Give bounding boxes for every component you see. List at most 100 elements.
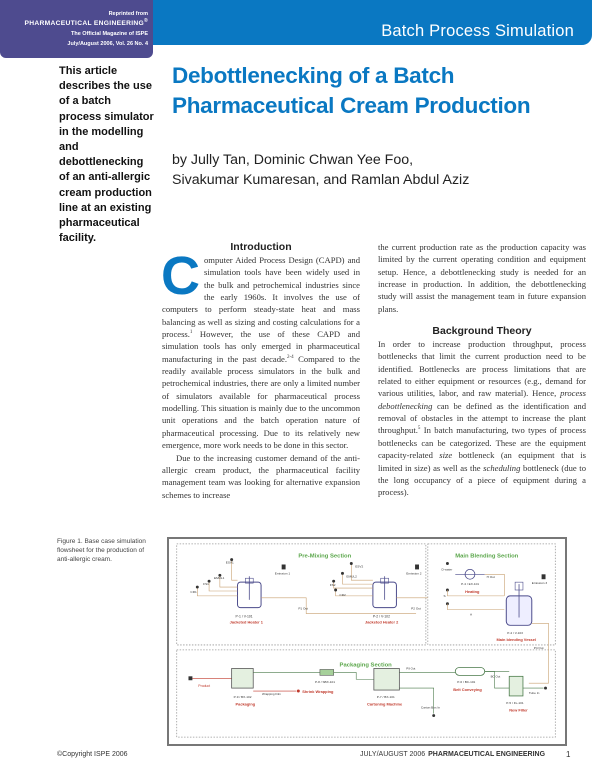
background-heading: Background Theory bbox=[432, 325, 532, 338]
reprint-line-3: The Official Magazine of ISPE bbox=[70, 31, 148, 37]
page-number: 1 bbox=[566, 750, 571, 759]
svg-text:Emission 1: Emission 1 bbox=[275, 571, 291, 575]
blending-label: Main Blending Section bbox=[455, 554, 518, 560]
heater1-tag: P-1 / V-101 bbox=[236, 614, 253, 618]
intro-text-b: However, the use of these CAPD and simul… bbox=[162, 329, 360, 364]
background-paragraph-1: In order to increase production throughp… bbox=[378, 338, 586, 498]
section-title: Batch Process Simulation bbox=[381, 22, 574, 40]
byline-line-1: by Jully Tan, Dominic Chwan Yee Foo, bbox=[172, 152, 414, 168]
svg-text:New Filler: New Filler bbox=[509, 708, 528, 713]
bg-emphasis: scheduling bbox=[483, 462, 521, 473]
svg-text:P-9 / BX-102: P-9 / BX-102 bbox=[234, 695, 252, 699]
svg-text:P-7 / BX-101: P-7 / BX-101 bbox=[377, 695, 395, 699]
citation-ref: 1 bbox=[189, 330, 193, 336]
intro-text-a: omputer Aided Process Design (CAPD) and … bbox=[162, 255, 360, 340]
issue-date: JULY/AUGUST 2006 bbox=[360, 751, 426, 758]
svg-text:ESV1: ESV1 bbox=[226, 561, 234, 565]
svg-text:Heating: Heating bbox=[465, 589, 480, 594]
svg-text:Product: Product bbox=[198, 684, 210, 688]
column-right: the current production rate as the produ… bbox=[378, 241, 586, 499]
svg-text:Emission 3: Emission 3 bbox=[532, 581, 548, 585]
svg-text:Cartoning Machine: Cartoning Machine bbox=[367, 702, 403, 707]
svg-text:Packaging: Packaging bbox=[236, 702, 256, 707]
cartoning-machine-icon bbox=[373, 668, 400, 691]
drop-cap: C bbox=[161, 246, 200, 306]
svg-text:P2 Out: P2 Out bbox=[411, 607, 421, 611]
svg-text:P-4 / V-103: P-4 / V-103 bbox=[507, 631, 523, 635]
intro-paragraph-2: Due to the increasing customer demand of… bbox=[162, 452, 360, 500]
article-title: Debottlenecking of a Batch Pharmaceutica… bbox=[172, 61, 592, 121]
bg-emphasis: process debottlenecking bbox=[378, 388, 586, 411]
bg-emphasis: size bbox=[439, 450, 453, 461]
svg-text:P-6 / BC-101: P-6 / BC-101 bbox=[457, 680, 475, 684]
svg-text:Tube In: Tube In bbox=[529, 691, 540, 695]
intro-text-c: Compared to the readily available proces… bbox=[162, 353, 360, 451]
svg-text:FS1: FS1 bbox=[203, 582, 209, 586]
svg-text:P-2 / V-102: P-2 / V-102 bbox=[373, 614, 390, 618]
packaging-unit-icon bbox=[231, 668, 254, 689]
jacketed-heater-1-icon bbox=[237, 576, 262, 609]
svg-text:A: A bbox=[470, 613, 473, 617]
svg-text:CR2: CR2 bbox=[340, 593, 347, 597]
article-abstract: This article describes the use of a batc… bbox=[59, 65, 154, 245]
svg-text:Shrink Wrapping: Shrink Wrapping bbox=[302, 689, 334, 694]
heater2-label: Jacketed Heater 2 bbox=[365, 619, 399, 624]
svg-text:H Out: H Out bbox=[487, 575, 495, 579]
bg-text-a: In order to increase production throughp… bbox=[378, 339, 586, 399]
bg-text-d: bottleneck (an equipment that is limited… bbox=[378, 450, 586, 473]
svg-text:CR1: CR1 bbox=[190, 590, 197, 594]
belt-conveyor-icon bbox=[454, 667, 486, 676]
svg-text:EMUL1: EMUL1 bbox=[214, 576, 225, 580]
svg-text:P1 Out: P1 Out bbox=[298, 607, 308, 611]
reprint-notice: Reprinted from PHARMACEUTICAL ENGINEERIN… bbox=[0, 0, 153, 58]
main-blending-section-box bbox=[427, 543, 556, 646]
svg-text:P-8 / SBX-101: P-8 / SBX-101 bbox=[315, 680, 335, 684]
svg-text:ESV2: ESV2 bbox=[355, 564, 363, 568]
bg-text-b: can be defined as the identification and… bbox=[378, 400, 586, 436]
intro-paragraph-3: the current production rate as the produ… bbox=[378, 242, 586, 314]
reprint-issue: July/August 2006, Vol. 26 No. 4 bbox=[67, 41, 148, 47]
jacketed-heater-2-icon bbox=[372, 576, 397, 609]
introduction-heading: Introduction bbox=[230, 241, 292, 253]
citation-ref: 2-4 bbox=[286, 354, 294, 360]
svg-text:P-4 / EX-101: P-4 / EX-101 bbox=[461, 582, 479, 586]
reprint-line-1: Reprinted from bbox=[108, 11, 148, 17]
svg-text:BC Out: BC Out bbox=[491, 674, 501, 678]
svg-text:Belt Conveying: Belt Conveying bbox=[453, 687, 482, 692]
registered-mark: ® bbox=[144, 17, 148, 24]
svg-text:Carton Box In: Carton Box In bbox=[421, 706, 440, 710]
svg-text:Wrapping Film: Wrapping Film bbox=[262, 692, 281, 696]
svg-text:FS2: FS2 bbox=[330, 583, 336, 587]
premixing-section-box bbox=[176, 543, 427, 646]
premixing-label: Pre-Mixing Section bbox=[298, 554, 351, 560]
svg-text:P9 Out: P9 Out bbox=[406, 666, 415, 670]
packaging-label: Packaging Section bbox=[340, 663, 393, 669]
svg-text:S: S bbox=[444, 594, 446, 598]
copyright-notice: ©Copyright ISPE 2006 bbox=[57, 751, 128, 758]
main-blending-vessel-icon bbox=[505, 581, 533, 626]
svg-text:P4 Out: P4 Out bbox=[534, 646, 544, 650]
svg-text:Main blending Vessel: Main blending Vessel bbox=[496, 637, 536, 642]
bg-text-c: In batch manufacturing, two types of pro… bbox=[378, 425, 586, 461]
process-flowsheet-figure: Pre-Mixing Section Main Blending Section… bbox=[167, 537, 567, 746]
heater1-label: Jacketed Heater 1 bbox=[230, 619, 264, 624]
bg-text-e: bottleneck (due to the long occupancy of… bbox=[378, 462, 586, 498]
title-line-1: Debottlenecking of a Batch bbox=[172, 63, 455, 88]
shrink-wrapping-icon bbox=[319, 669, 334, 676]
new-filler-icon bbox=[508, 675, 524, 697]
citation-ref: 5 bbox=[417, 426, 421, 432]
author-byline: by Jully Tan, Dominic Chwan Yee Foo, Siv… bbox=[172, 150, 592, 190]
byline-line-2: Sivakumar Kumaresan, and Ramlan Abdul Az… bbox=[172, 172, 470, 188]
svg-text:P-5 / FL-101: P-5 / FL-101 bbox=[506, 701, 524, 705]
svg-text:D water: D water bbox=[442, 567, 453, 571]
footer-magazine: PHARMACEUTICAL ENGINEERING bbox=[428, 751, 546, 758]
figure-caption: Figure 1. Base case simulation flowsheet… bbox=[57, 538, 146, 563]
heating-exchanger-icon bbox=[455, 569, 485, 580]
svg-text:Emission 2: Emission 2 bbox=[406, 571, 422, 575]
reprint-magazine: PHARMACEUTICAL ENGINEERING® bbox=[0, 17, 148, 29]
svg-text:EMUL2: EMUL2 bbox=[346, 574, 357, 578]
magazine-name: PHARMACEUTICAL ENGINEERING bbox=[24, 20, 145, 27]
